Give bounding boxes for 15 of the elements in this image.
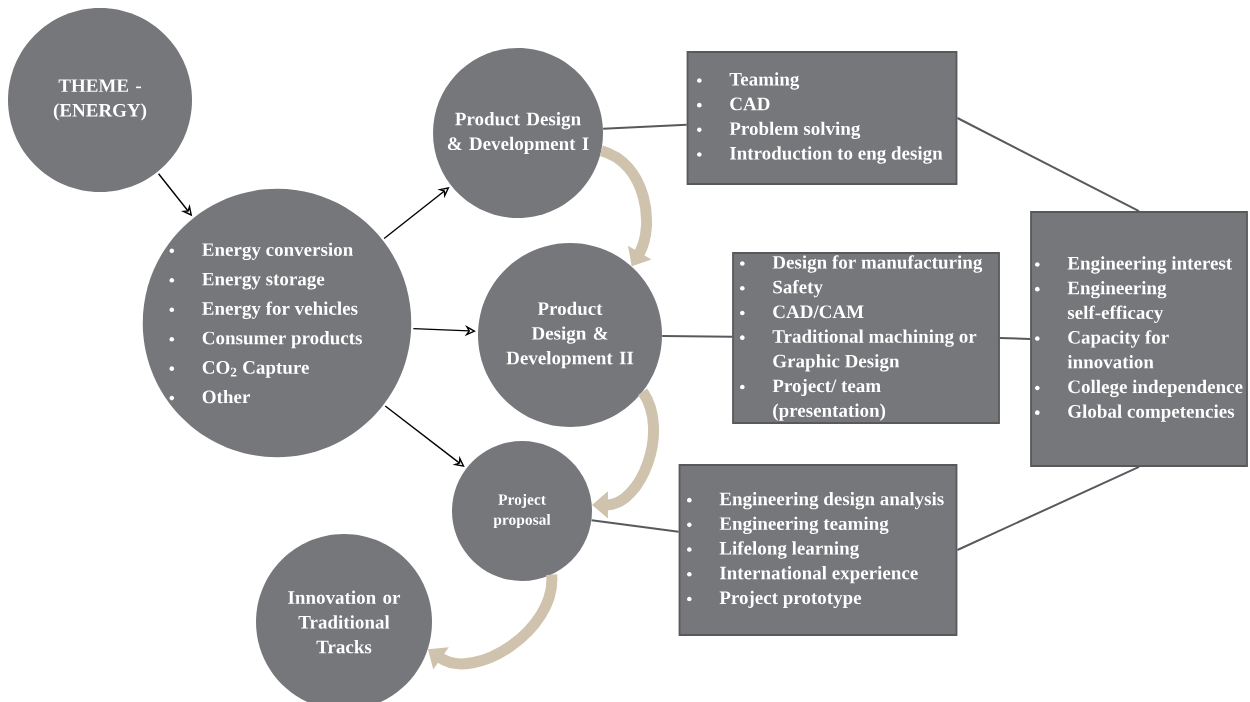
circle-node: Project proposal xyxy=(452,441,592,581)
text-box: Teaming CAD Problem solving Introduction to eng design xyxy=(686,51,958,185)
circle-node: Product Design & Development II xyxy=(478,243,662,427)
connector-line xyxy=(602,123,688,130)
connector-line xyxy=(661,334,734,338)
connector-line xyxy=(956,465,1140,551)
connector-line xyxy=(998,337,1032,340)
circle-node: Product Design & Development I xyxy=(433,48,603,218)
text-box: Engineering interest Engineering self-efficacy Capacity for innovation College independence Global competencies xyxy=(1030,211,1248,467)
circle-node: Energy conversion Energy storage Energy for vehicles Consumer products CO$_{2}$ Capture Other xyxy=(142,188,412,458)
connector-line xyxy=(956,117,1140,213)
connector-line xyxy=(590,519,680,533)
text-box: Design for manufacturing Safety CAD/CAM Traditional machining or Graphic Design Project/ team (presentation) xyxy=(732,252,1000,424)
circle-node: THEME - (ENERGY) xyxy=(8,8,192,192)
text-box: Engineering design analysis Engineering teaming Lifelong learning International experience Project prototype xyxy=(678,464,958,636)
